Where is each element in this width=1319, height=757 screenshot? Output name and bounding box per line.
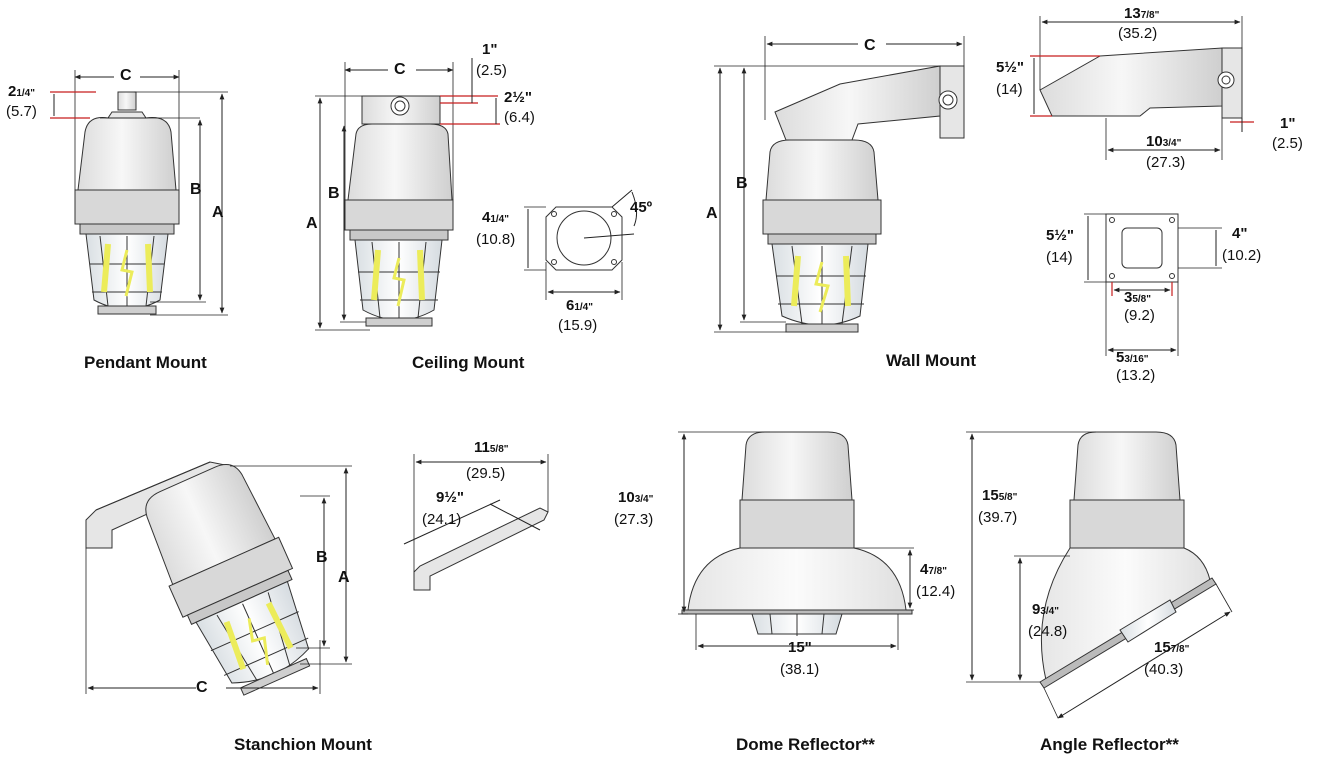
wall-arm-reach-metric: (27.3) xyxy=(1146,154,1186,171)
wall-arm-height-metric: (14) xyxy=(996,81,1023,98)
ceiling-dim-a: A xyxy=(306,215,318,232)
wall-plate-inner-imperial: 4" xyxy=(1232,225,1248,242)
dome-dimension-lines xyxy=(678,431,914,650)
dome-reflector-drawing xyxy=(681,431,913,636)
angle-reflector-drawing xyxy=(1039,431,1217,689)
ceiling-plate-height-imperial: 41/4" xyxy=(482,209,509,226)
ceiling-angle: 45º xyxy=(630,199,653,216)
caption-dome: Dome Reflector** xyxy=(736,735,875,754)
wall-arm-length-imperial: 137/8" xyxy=(1124,5,1160,22)
stanchion-dim-a: A xyxy=(338,569,350,586)
angle-reflector-height-imperial: 93/4" xyxy=(1032,601,1059,618)
ceiling-dimension-lines xyxy=(315,58,638,331)
ceiling-dim-b: B xyxy=(328,185,340,202)
ceiling-fixture-drawing xyxy=(344,95,623,327)
angle-height-metric: (39.7) xyxy=(978,509,1018,526)
stanchion-arm-inner-metric: (24.1) xyxy=(422,511,462,528)
pendant-dim-c: C xyxy=(120,67,132,84)
caption-stanchion: Stanchion Mount xyxy=(234,735,372,754)
ceiling-plate-height-metric: (10.8) xyxy=(476,231,516,248)
wall-dim-a: A xyxy=(706,205,718,222)
dome-diameter-imperial: 15" xyxy=(788,639,812,656)
angle-diameter-imperial: 157/8" xyxy=(1154,639,1190,656)
ceiling-dim-c: C xyxy=(394,61,406,78)
wall-arm-length-metric: (35.2) xyxy=(1118,25,1158,42)
wall-arm-height-imperial: 5½" xyxy=(996,59,1024,76)
wall-dimension-lines xyxy=(714,16,1254,356)
wall-offset-imperial: 1" xyxy=(1280,115,1296,132)
dome-reflector-height-metric: (12.4) xyxy=(916,583,956,600)
pendant-cap-metric: (5.7) xyxy=(6,103,37,120)
caption-ceiling: Ceiling Mount xyxy=(412,353,525,372)
ceiling-plate-width-imperial: 61/4" xyxy=(566,297,593,314)
caption-pendant: Pendant Mount xyxy=(84,353,207,372)
dome-diameter-metric: (38.1) xyxy=(780,661,820,678)
angle-diameter-metric: (40.3) xyxy=(1144,661,1184,678)
pendant-cap-imperial: 21/4" xyxy=(8,83,35,100)
wall-plate-height-metric: (14) xyxy=(1046,249,1073,266)
wall-plate-width-imperial: 53/16" xyxy=(1116,349,1149,366)
pendant-dim-a: A xyxy=(212,204,224,221)
wall-plate-inner-metric: (10.2) xyxy=(1222,247,1262,264)
stanchion-dimension-lines xyxy=(85,454,549,694)
caption-angle: Angle Reflector** xyxy=(1040,735,1179,754)
stanchion-dim-b: B xyxy=(316,549,328,566)
ceiling-offset-imperial: 1" xyxy=(482,41,498,58)
stanchion-fixture-drawing xyxy=(85,461,549,696)
ceiling-box-metric: (6.4) xyxy=(504,109,535,126)
stanchion-arm-length-metric: (29.5) xyxy=(466,465,506,482)
dome-height-imperial: 103/4" xyxy=(618,489,654,506)
wall-plate-bolt-imperial: 35/8" xyxy=(1124,289,1151,306)
wall-dim-b: B xyxy=(736,175,748,192)
caption-wall: Wall Mount xyxy=(886,351,977,370)
wall-fixture-drawing xyxy=(762,47,1243,333)
wall-plate-bolt-metric: (9.2) xyxy=(1124,307,1155,324)
wall-arm-reach-imperial: 103/4" xyxy=(1146,133,1182,150)
angle-dimension-lines xyxy=(966,431,1233,719)
pendant-fixture-drawing xyxy=(74,91,180,315)
ceiling-offset-metric: (2.5) xyxy=(476,62,507,79)
stanchion-arm-inner-imperial: 9½" xyxy=(436,489,464,506)
stanchion-arm-length-imperial: 115/8" xyxy=(474,439,509,456)
angle-height-imperial: 155/8" xyxy=(982,487,1018,504)
wall-offset-metric: (2.5) xyxy=(1272,135,1303,152)
stanchion-dim-c: C xyxy=(196,679,208,696)
pendant-dim-b: B xyxy=(190,181,202,198)
wall-dim-c: C xyxy=(864,37,876,54)
dome-height-metric: (27.3) xyxy=(614,511,654,528)
dome-reflector-height-imperial: 47/8" xyxy=(920,561,947,578)
angle-reflector-height-metric: (24.8) xyxy=(1028,623,1068,640)
wall-plate-width-metric: (13.2) xyxy=(1116,367,1156,384)
wall-plate-height-imperial: 5½" xyxy=(1046,227,1074,244)
pendant-dimension-lines xyxy=(50,70,228,316)
ceiling-plate-width-metric: (15.9) xyxy=(558,317,598,334)
ceiling-box-imperial: 2½" xyxy=(504,89,532,106)
